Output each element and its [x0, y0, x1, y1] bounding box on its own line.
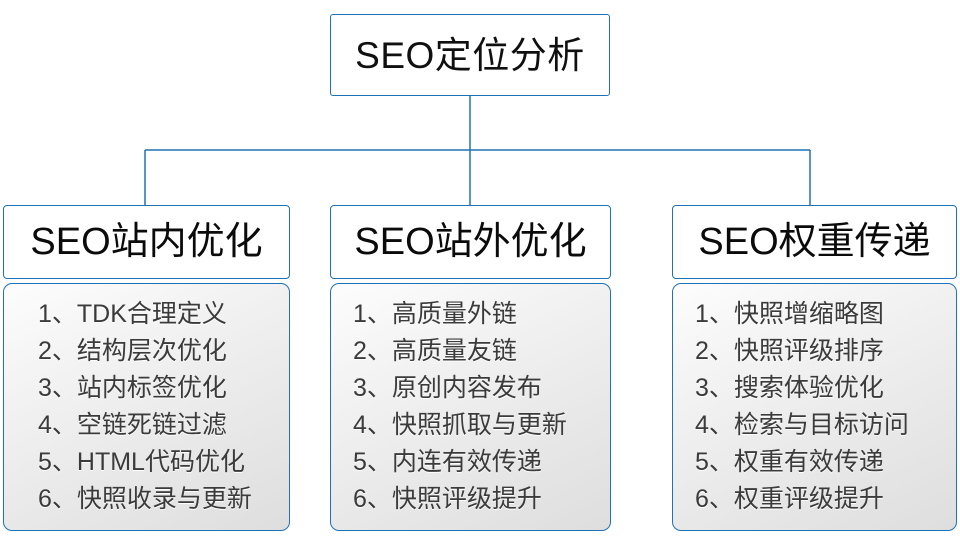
list-item: 2、结构层次优化 [38, 337, 227, 365]
branch-column-seo-offsite[interactable]: SEO站外优化 1、高质量外链 2、高质量友链 3、原创内容发布 4、快照抓取与… [330, 205, 611, 531]
list-item: 5、HTML代码优化 [38, 448, 245, 476]
root-node[interactable]: SEO定位分析 [330, 14, 610, 96]
list-item: 4、空链死链过滤 [38, 411, 227, 439]
list-item: 6、快照收录与更新 [38, 485, 252, 513]
list-item: 1、快照增缩略图 [695, 300, 884, 328]
branch-header-seo-offsite[interactable]: SEO站外优化 [330, 205, 611, 279]
list-item: 4、检索与目标访问 [695, 411, 909, 439]
branch-header-title: SEO站内优化 [30, 221, 263, 263]
branch-item-list: 1、快照增缩略图 2、快照评级排序 3、搜索体验优化 4、检索与目标访问 5、权… [673, 296, 956, 518]
list-item: 6、快照评级提升 [353, 485, 542, 513]
root-node-title: SEO定位分析 [355, 34, 585, 76]
list-item: 5、权重有效传递 [695, 448, 884, 476]
branch-header-seo-onsite[interactable]: SEO站内优化 [3, 205, 290, 279]
list-item: 3、原创内容发布 [353, 374, 542, 402]
list-item: 1、高质量外链 [353, 300, 517, 328]
branch-body-seo-offsite: 1、高质量外链 2、高质量友链 3、原创内容发布 4、快照抓取与更新 5、内连有… [330, 283, 611, 531]
branch-header-title: SEO权重传递 [698, 221, 931, 263]
branch-item-list: 1、高质量外链 2、高质量友链 3、原创内容发布 4、快照抓取与更新 5、内连有… [331, 296, 610, 518]
list-item: 6、权重评级提升 [695, 485, 884, 513]
branch-body-seo-onsite: 1、TDK合理定义 2、结构层次优化 3、站内标签优化 4、空链死链过滤 5、H… [3, 283, 290, 531]
list-item: 3、搜索体验优化 [695, 374, 884, 402]
list-item: 2、高质量友链 [353, 337, 517, 365]
branch-body-seo-weight: 1、快照增缩略图 2、快照评级排序 3、搜索体验优化 4、检索与目标访问 5、权… [672, 283, 957, 531]
list-item: 1、TDK合理定义 [38, 300, 227, 328]
list-item: 4、快照抓取与更新 [353, 411, 567, 439]
list-item: 2、快照评级排序 [695, 337, 884, 365]
list-item: 5、内连有效传递 [353, 448, 542, 476]
branch-column-seo-onsite[interactable]: SEO站内优化 1、TDK合理定义 2、结构层次优化 3、站内标签优化 4、空链… [3, 205, 290, 531]
list-item: 3、站内标签优化 [38, 374, 227, 402]
branch-item-list: 1、TDK合理定义 2、结构层次优化 3、站内标签优化 4、空链死链过滤 5、H… [4, 296, 289, 518]
branch-column-seo-weight[interactable]: SEO权重传递 1、快照增缩略图 2、快照评级排序 3、搜索体验优化 4、检索与… [672, 205, 957, 531]
branch-header-seo-weight[interactable]: SEO权重传递 [672, 205, 957, 279]
branch-header-title: SEO站外优化 [354, 221, 587, 263]
